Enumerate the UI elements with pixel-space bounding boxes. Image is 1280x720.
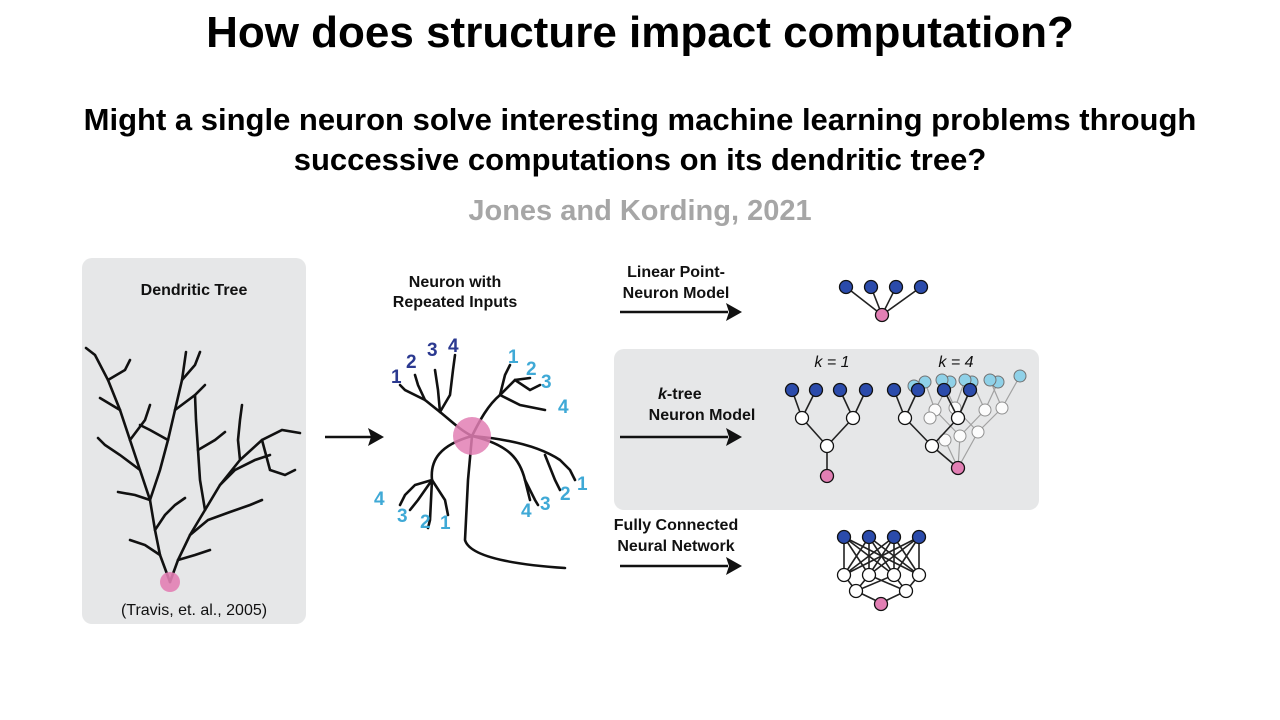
input-number-4-top: 4 [448,336,459,357]
neuron-soma [453,417,491,455]
arrow-ktree [620,428,742,446]
input-number-1-bottom-left: 1 [440,513,451,534]
neuron-title-line-1: Neuron with [409,274,501,291]
input-number-2-bottom-left: 2 [420,512,431,533]
fc-network [836,529,927,612]
input-number-4-bottom-right: 4 [521,501,532,522]
neuron-repeated-inputs: Neuron with Repeated Inputs 1 2 3 4 1 [374,274,588,570]
input-number-3-bottom-left: 3 [397,506,408,527]
k4-label: k = 4 [938,354,973,371]
linear-label-line-1: Linear Point- [627,264,725,281]
dendritic-tree-drawing [84,346,302,584]
input-number-4-right: 4 [558,397,569,418]
input-number-3-bottom-right: 3 [540,494,551,515]
fc-label-line-1: Fully Connected [614,517,738,534]
input-number-1-top: 1 [391,367,402,388]
input-number-3-right: 3 [541,372,552,393]
ktree-k4-network [886,369,1027,476]
ktree-panel-background [614,349,1039,510]
ktree-label-line-2-text: Neuron Model [649,407,756,424]
input-number-1-right: 1 [508,347,519,368]
subtitle-line-1: Might a single neuron solve interesting … [83,102,1197,137]
linear-label-line-2: Neuron Model [623,285,730,302]
dendritic-panel-credit: (Travis, et. al., 2005) [121,602,267,619]
arrow-fc [620,557,742,575]
linear-point-neuron-section: Linear Point- Neuron Model [620,264,929,323]
subtitle-line-2: successive computations on its dendritic… [293,142,987,177]
input-number-3-top: 3 [427,340,438,361]
fc-label-line-2: Neural Network [617,538,734,555]
k1-label: k = 1 [814,354,849,371]
slide-title: How does structure impact computation? [206,8,1074,57]
linear-network [838,279,929,323]
input-number-2-top: 2 [406,352,417,373]
slide-subtitle: Might a single neuron solve interesting … [40,100,1240,180]
arrow-linear [620,303,742,321]
input-number-2-right: 2 [526,359,537,380]
arrow-to-neuron [325,428,384,446]
soma-marker [160,572,180,592]
dendritic-tree-panel: Dendritic Tree (Travis, et. al., 2005) [82,258,306,624]
input-number-4-bottom-left: 4 [374,489,385,510]
input-number-1-bottom-right: 1 [577,474,588,495]
input-number-2-bottom-right: 2 [560,484,571,505]
neuron-title-line-2: Repeated Inputs [393,294,518,311]
dendritic-panel-background [82,258,306,624]
fully-connected-section: Fully Connected Neural Network [614,517,927,612]
ktree-k1-network [784,382,874,484]
ktree-label-line-1: k-tree [658,386,702,403]
citation: Jones and Kording, 2021 [468,195,812,227]
ktree-panel: k-tree Neuron Model k = 1 k = 4 [614,349,1039,510]
dendritic-panel-title: Dendritic Tree [141,282,248,299]
